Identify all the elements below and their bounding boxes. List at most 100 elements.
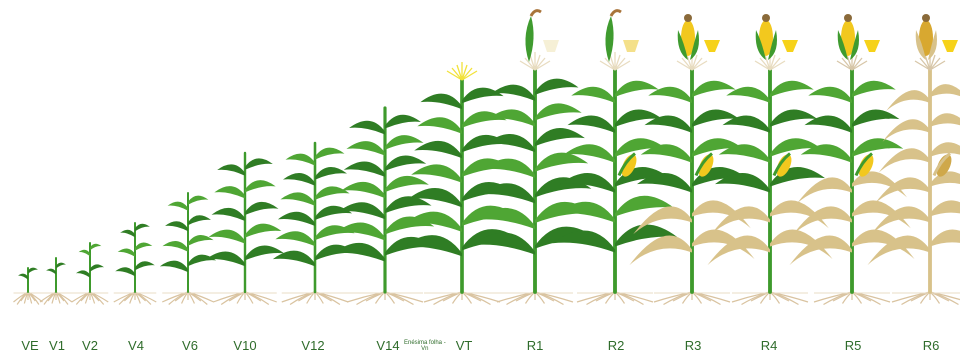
leaf	[135, 243, 152, 251]
stage-label-v6: V6	[182, 338, 198, 353]
leaf	[209, 230, 245, 244]
plant-ve	[14, 268, 43, 305]
kernel	[704, 40, 720, 52]
stage-label-r1: R1	[527, 338, 544, 353]
leaf	[886, 90, 930, 111]
leaf	[245, 202, 278, 215]
leaf	[245, 180, 276, 192]
ear-husk	[605, 16, 613, 62]
plant-v6	[160, 193, 216, 305]
leaf	[341, 182, 385, 198]
leaf	[245, 224, 281, 238]
leaf	[115, 267, 135, 276]
leaf	[535, 153, 588, 172]
ear-icon-r2	[605, 11, 639, 62]
leaf	[385, 115, 421, 129]
kernel	[623, 40, 639, 52]
plant-v14	[333, 108, 437, 305]
leaf	[571, 87, 615, 103]
leaf	[135, 261, 155, 270]
stage-label-v2: V2	[82, 338, 98, 353]
ear-icon-r3	[678, 14, 720, 60]
leaf	[629, 235, 692, 265]
leaf	[385, 135, 424, 150]
plant-v12	[273, 143, 357, 305]
ear-silk	[762, 14, 770, 22]
kernel	[942, 40, 958, 52]
leaf	[852, 109, 899, 126]
leaf	[852, 81, 896, 97]
leaf	[535, 128, 585, 146]
leaf	[286, 154, 315, 166]
leaf	[405, 212, 462, 232]
leaf	[56, 263, 66, 269]
leaf	[349, 121, 385, 135]
leaf	[346, 141, 385, 156]
leaf	[214, 186, 245, 198]
leaf	[417, 117, 462, 134]
vn-note: Enésima folha -Vn	[404, 340, 446, 352]
leaf	[930, 113, 960, 136]
leaf	[165, 221, 188, 231]
leaf	[420, 94, 462, 110]
leaf	[385, 196, 432, 213]
leaf	[46, 269, 56, 275]
leaf	[344, 161, 385, 176]
leaf	[160, 261, 188, 273]
leaf	[336, 223, 385, 241]
leaf	[168, 202, 188, 211]
ear-silk	[844, 14, 852, 22]
leaf	[492, 85, 535, 101]
vn-note-line2: Vn	[404, 346, 446, 352]
plant-v1	[40, 258, 72, 305]
leaf	[808, 87, 852, 103]
plant-v2	[72, 243, 109, 305]
leaf	[879, 148, 930, 172]
plant-v10	[206, 153, 284, 305]
leaf	[883, 119, 930, 142]
leaf	[188, 215, 211, 225]
leaf	[135, 224, 150, 231]
leaf	[28, 268, 38, 274]
ear-silk	[684, 14, 692, 22]
stage-label-r5: R5	[845, 338, 862, 353]
leaf	[930, 200, 960, 228]
leaf	[18, 274, 28, 280]
kernel	[864, 40, 880, 52]
leaf	[212, 208, 245, 221]
leaf	[560, 173, 615, 193]
plant-r5	[789, 52, 914, 305]
leaf	[278, 212, 315, 226]
stage-label-v1: V1	[49, 338, 65, 353]
ear-icon-r5	[838, 14, 880, 60]
leaf	[338, 202, 385, 219]
ear-husk	[525, 16, 533, 62]
leaf	[118, 249, 135, 257]
leaf	[770, 81, 814, 97]
leaf	[275, 231, 315, 246]
leaf	[206, 251, 245, 266]
kernel	[543, 40, 559, 52]
leaf	[797, 177, 852, 203]
ear-icon-r4	[756, 14, 798, 60]
stage-label-v4: V4	[128, 338, 144, 353]
stage-label-v10: V10	[233, 338, 256, 353]
leaf	[76, 270, 90, 277]
stage-label-ve: VE	[21, 338, 38, 353]
leaf	[568, 115, 615, 132]
plant-v4	[114, 223, 157, 305]
stage-label-vt: VT	[456, 338, 473, 353]
leaf	[852, 138, 903, 157]
leaf	[535, 103, 582, 120]
kernel	[782, 40, 798, 52]
leaf	[283, 173, 315, 186]
ear-icon-r1	[525, 11, 559, 62]
leaf	[930, 229, 960, 259]
stage-label-v14: V14	[376, 338, 399, 353]
leaf	[315, 148, 344, 160]
leaf	[280, 192, 315, 205]
plant-r4	[707, 52, 832, 305]
leaf	[245, 158, 273, 169]
leaf	[414, 141, 462, 158]
